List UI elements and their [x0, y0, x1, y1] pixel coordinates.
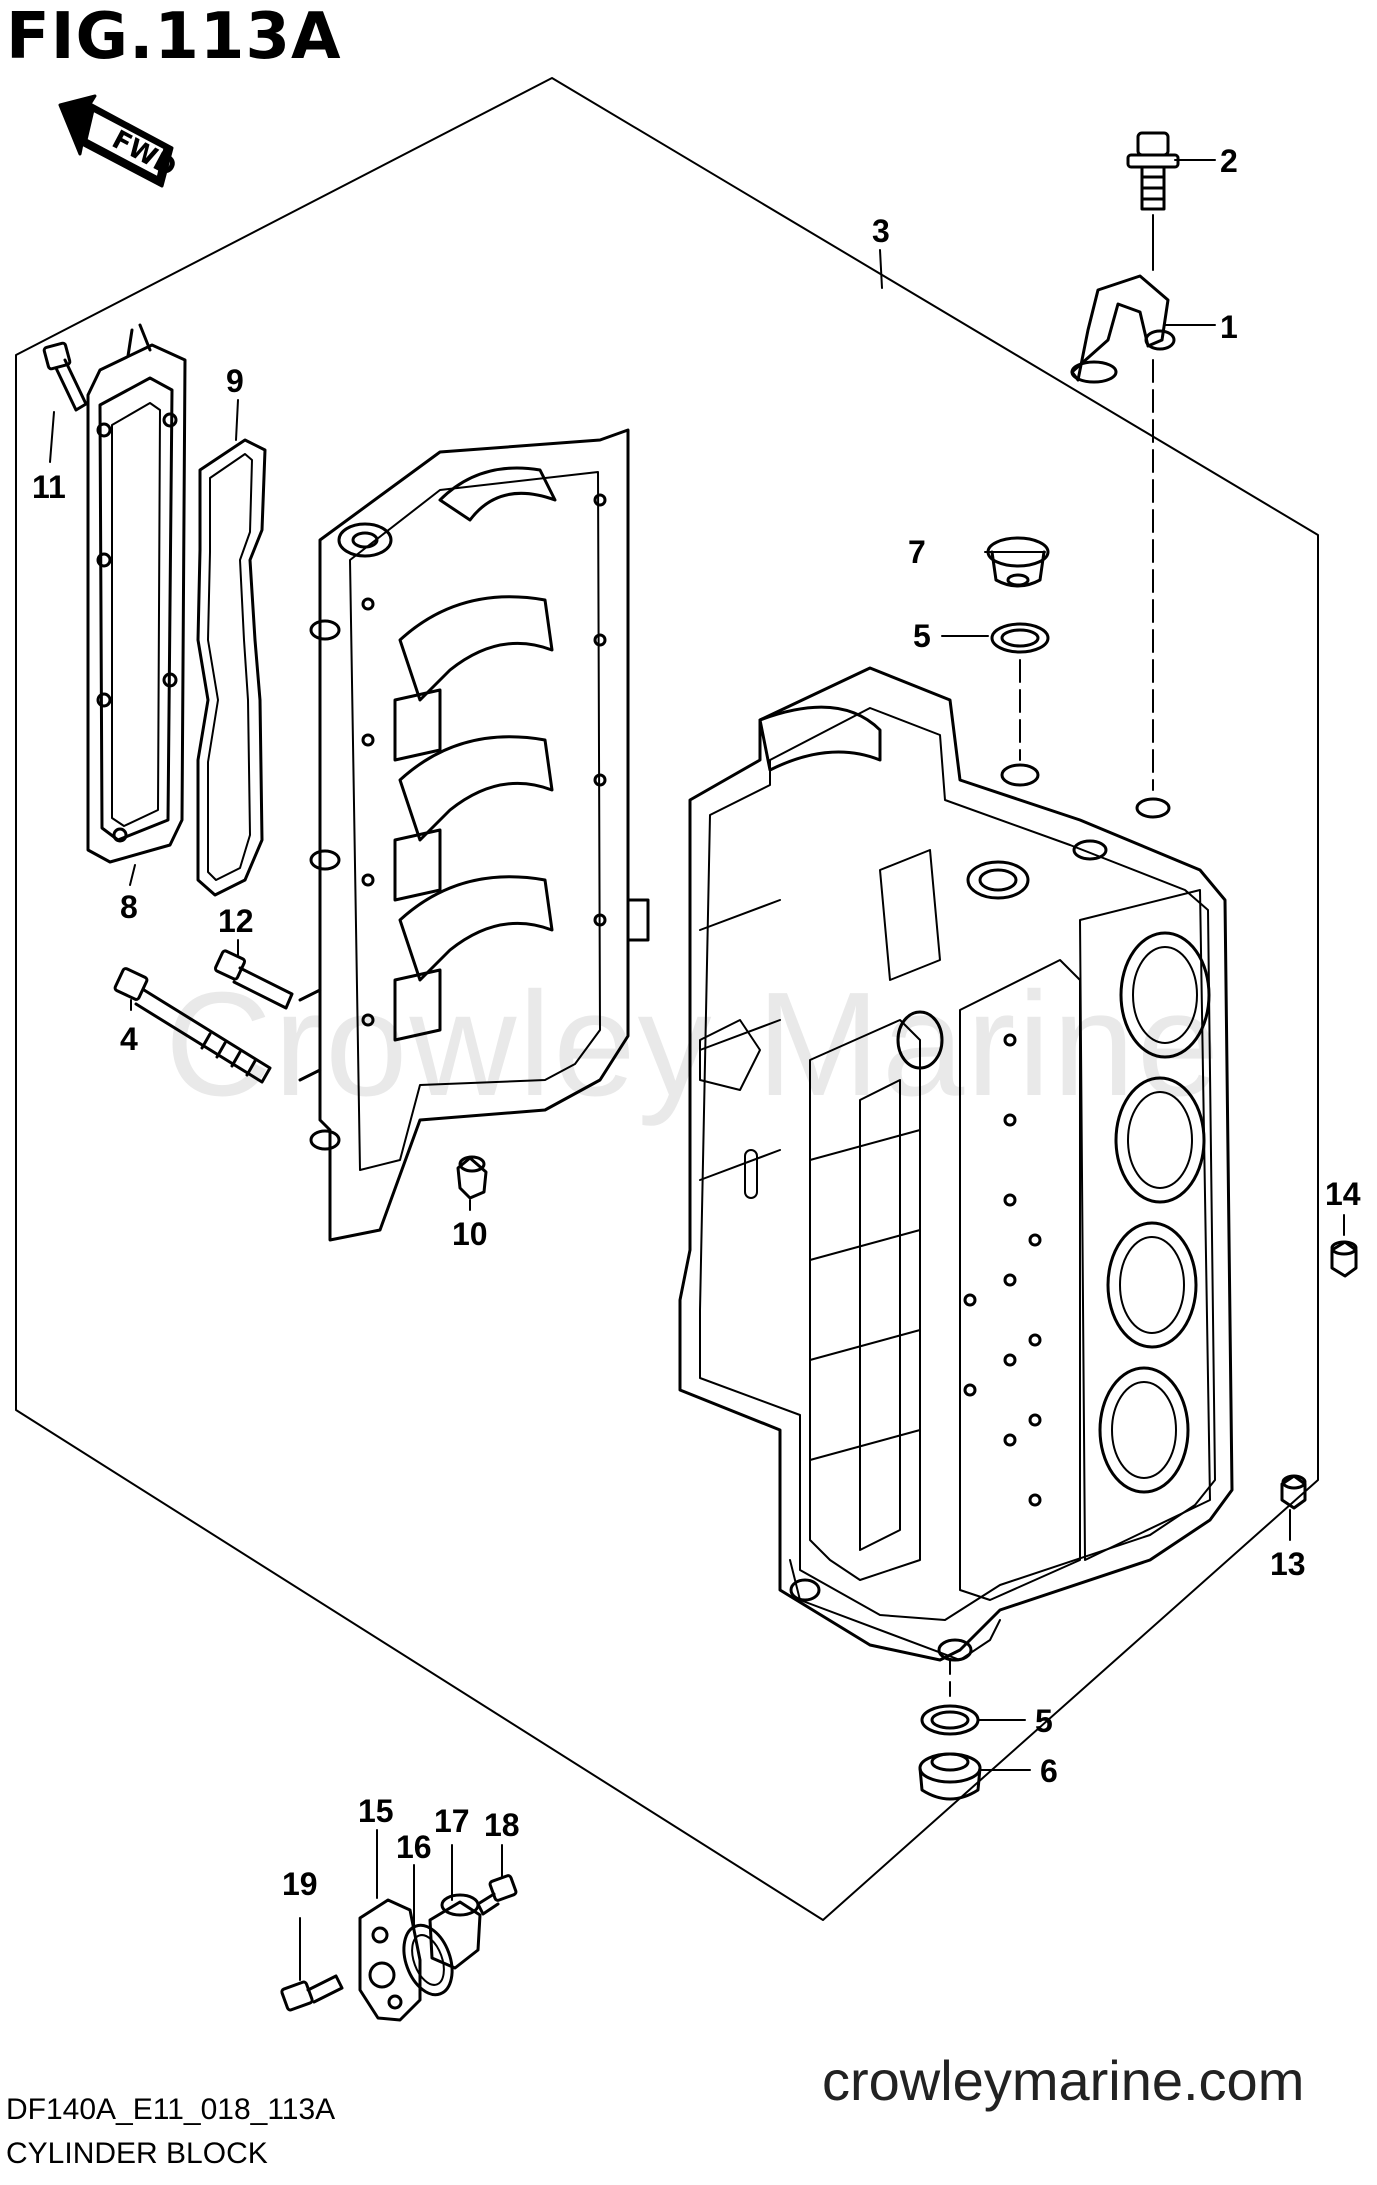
callout-6: 6 — [1040, 1753, 1058, 1789]
figure-name: CYLINDER BLOCK — [6, 2137, 268, 2170]
cylinder-block-casting — [678, 666, 1234, 1662]
callout-9: 9 — [226, 363, 244, 399]
callout-17: 17 — [434, 1803, 470, 1839]
assembly-boundary — [15, 77, 1319, 1921]
part-14-plug — [1330, 1240, 1358, 1278]
watermark-text: Crowley Marine — [165, 962, 1222, 1127]
callout-5-top: 5 — [913, 618, 931, 654]
callout-15: 15 — [358, 1793, 394, 1829]
callout-1: 1 — [1220, 309, 1238, 345]
callout-13: 13 — [1270, 1546, 1306, 1582]
callout-11: 11 — [32, 469, 66, 505]
callout-16: 16 — [396, 1829, 432, 1865]
crankcase-casting — [298, 428, 650, 1242]
callout-2: 2 — [1220, 143, 1238, 179]
callout-5-bottom: 5 — [1035, 1703, 1053, 1739]
part-18-bolt — [476, 1874, 518, 1916]
part-15-plate — [358, 1898, 422, 2022]
part-9-gasket — [196, 438, 267, 897]
callout-14: 14 — [1325, 1176, 1361, 1212]
callout-3: 3 — [872, 213, 890, 249]
part-19-bolt — [280, 1974, 344, 2012]
callout-7: 7 — [908, 534, 926, 570]
callout-4: 4 — [120, 1021, 138, 1057]
callout-8: 8 — [120, 889, 138, 925]
part-10-dowel — [456, 1155, 488, 1200]
figure-title: FIG.113A — [6, 0, 342, 74]
part-13-plug — [1280, 1474, 1307, 1510]
part-11-bolt — [42, 341, 88, 412]
callout-10: 10 — [452, 1216, 488, 1252]
part-1-bracket — [1070, 274, 1176, 384]
part-17-fitting — [428, 1893, 482, 1970]
callout-18: 18 — [484, 1807, 520, 1843]
callout-12: 12 — [218, 903, 254, 939]
fwd-arrow-icon — [58, 94, 174, 188]
part-6-plug — [918, 1752, 982, 1801]
part-5-washer-top — [990, 622, 1050, 654]
part-16-gasket — [402, 1923, 454, 1997]
website-link[interactable]: crowleymarine.com — [822, 2049, 1305, 2112]
part-12-bolt — [213, 949, 294, 1010]
figure-code: DF140A_E11_018_113A — [6, 2093, 336, 2126]
part-2-bolt — [1126, 131, 1180, 211]
part-4-bolt — [113, 967, 272, 1084]
callout-19: 19 — [282, 1866, 318, 1902]
part-5-washer-bottom — [920, 1704, 980, 1736]
part-7-plug — [986, 536, 1050, 588]
part-8-cover — [86, 323, 187, 864]
